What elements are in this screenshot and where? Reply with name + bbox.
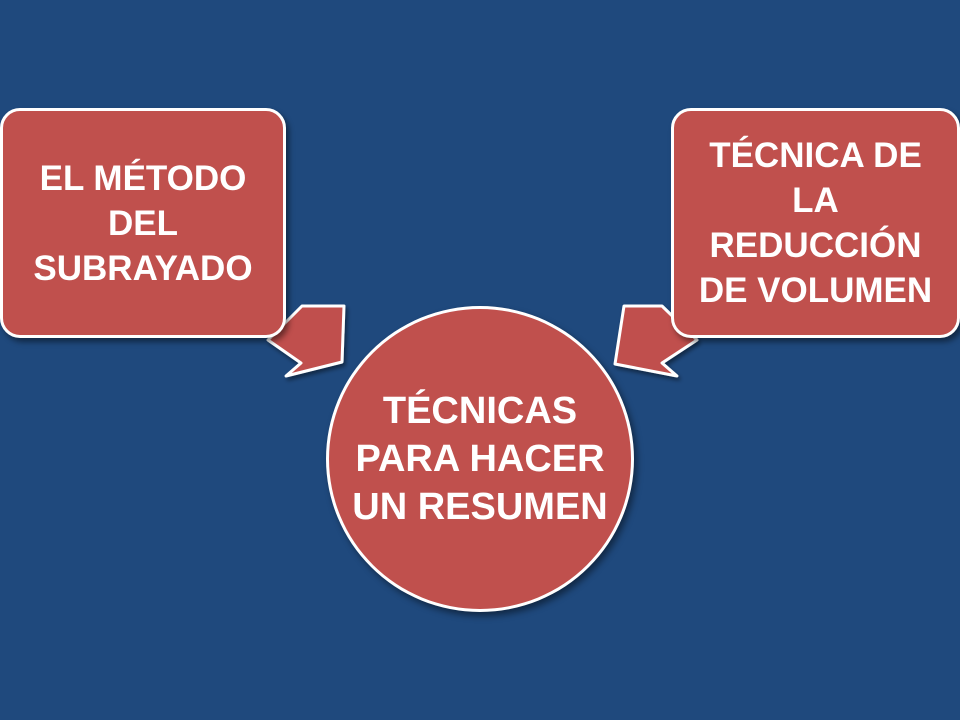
node-reduccion-volumen: TÉCNICA DE LA REDUCCIÓN DE VOLUMEN xyxy=(671,108,960,338)
center-node-label: TÉCNICAS PARA HACER UN RESUMEN xyxy=(352,390,608,528)
node-metodo-subrayado: EL MÉTODO DEL SUBRAYADO xyxy=(0,108,286,338)
node-reduccion-volumen-label: TÉCNICA DE LA REDUCCIÓN DE VOLUMEN xyxy=(698,136,933,310)
arrow-left-to-center xyxy=(266,304,346,378)
center-node: TÉCNICAS PARA HACER UN RESUMEN xyxy=(326,306,634,612)
node-metodo-subrayado-label: EL MÉTODO DEL SUBRAYADO xyxy=(33,158,253,288)
